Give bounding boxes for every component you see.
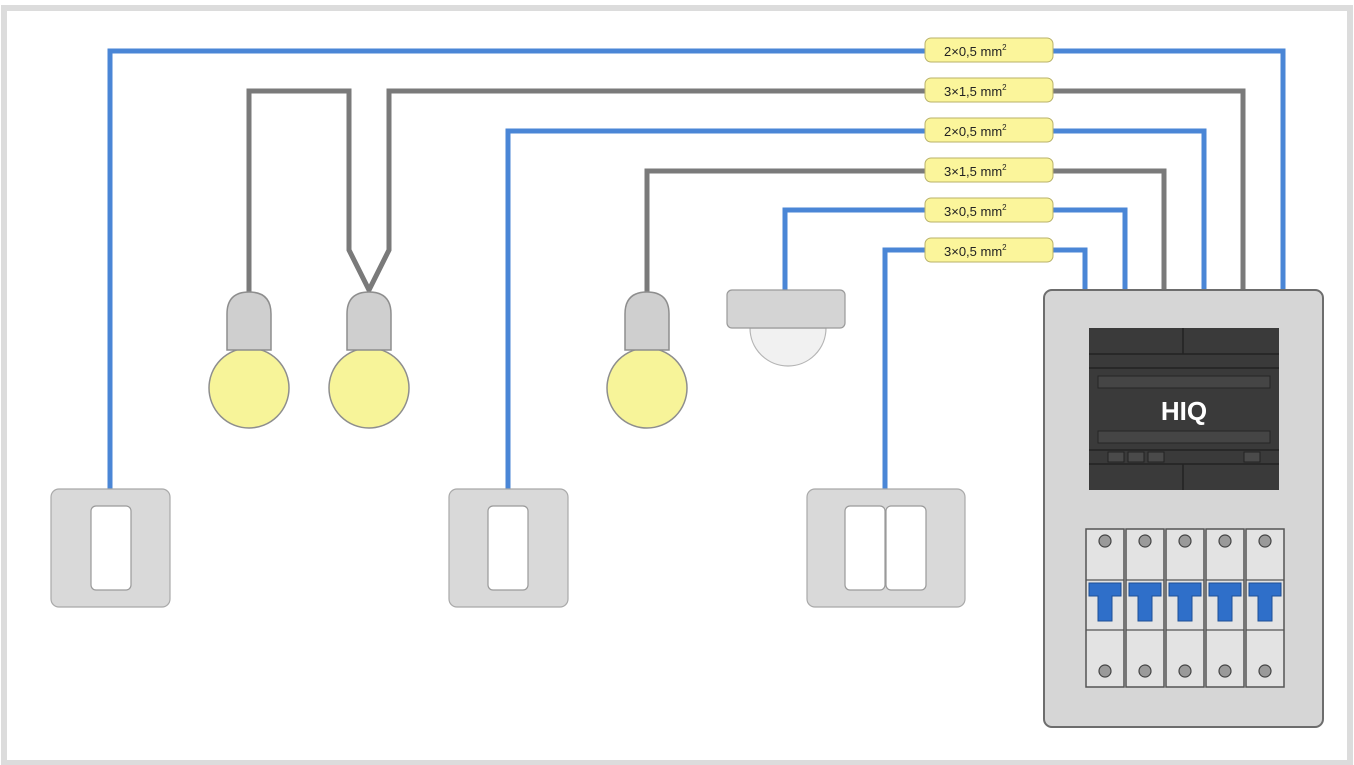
hiq-controller: HIQ [1089,328,1279,490]
cable-label: 3×0,5 mm2 [924,197,1054,223]
wall-switch-single[interactable] [50,488,171,608]
circuit-breaker[interactable] [1165,528,1205,688]
light-bulb-icon [328,291,410,429]
wire-switch-2 [505,128,1207,492]
cable-label: 3×0,5 mm2 [924,237,1054,263]
cable-label: 2×0,5 mm2 [924,117,1054,143]
controller-label: HIQ [1161,396,1207,426]
svg-text:3×0,5 mm2: 3×0,5 mm2 [944,243,1007,259]
wall-switch-single[interactable] [448,488,569,608]
cable-label: 2×0,5 mm2 [924,37,1054,63]
circuit-breaker[interactable] [1205,528,1245,688]
wall-switch-double[interactable] [806,488,966,608]
cable-label: 3×1,5 mm2 [924,157,1054,183]
circuit-breaker[interactable] [1245,528,1285,688]
svg-text:2×0,5 mm2: 2×0,5 mm2 [944,123,1007,139]
circuit-breaker[interactable] [1125,528,1165,688]
svg-text:3×1,5 mm2: 3×1,5 mm2 [944,83,1007,99]
wire-bulb-3 [644,168,1167,295]
motion-sensor-icon [726,289,846,367]
distribution-panel: HIQ [1043,289,1324,728]
wire-switch-1 [107,48,1286,492]
svg-text:3×1,5 mm2: 3×1,5 mm2 [944,163,1007,179]
svg-text:2×0,5 mm2: 2×0,5 mm2 [944,43,1007,59]
light-bulb-icon [208,291,290,429]
light-bulb-icon [606,291,688,429]
circuit-breaker[interactable] [1085,528,1125,688]
cable-label: 3×1,5 mm2 [924,77,1054,103]
svg-text:3×0,5 mm2: 3×0,5 mm2 [944,203,1007,219]
